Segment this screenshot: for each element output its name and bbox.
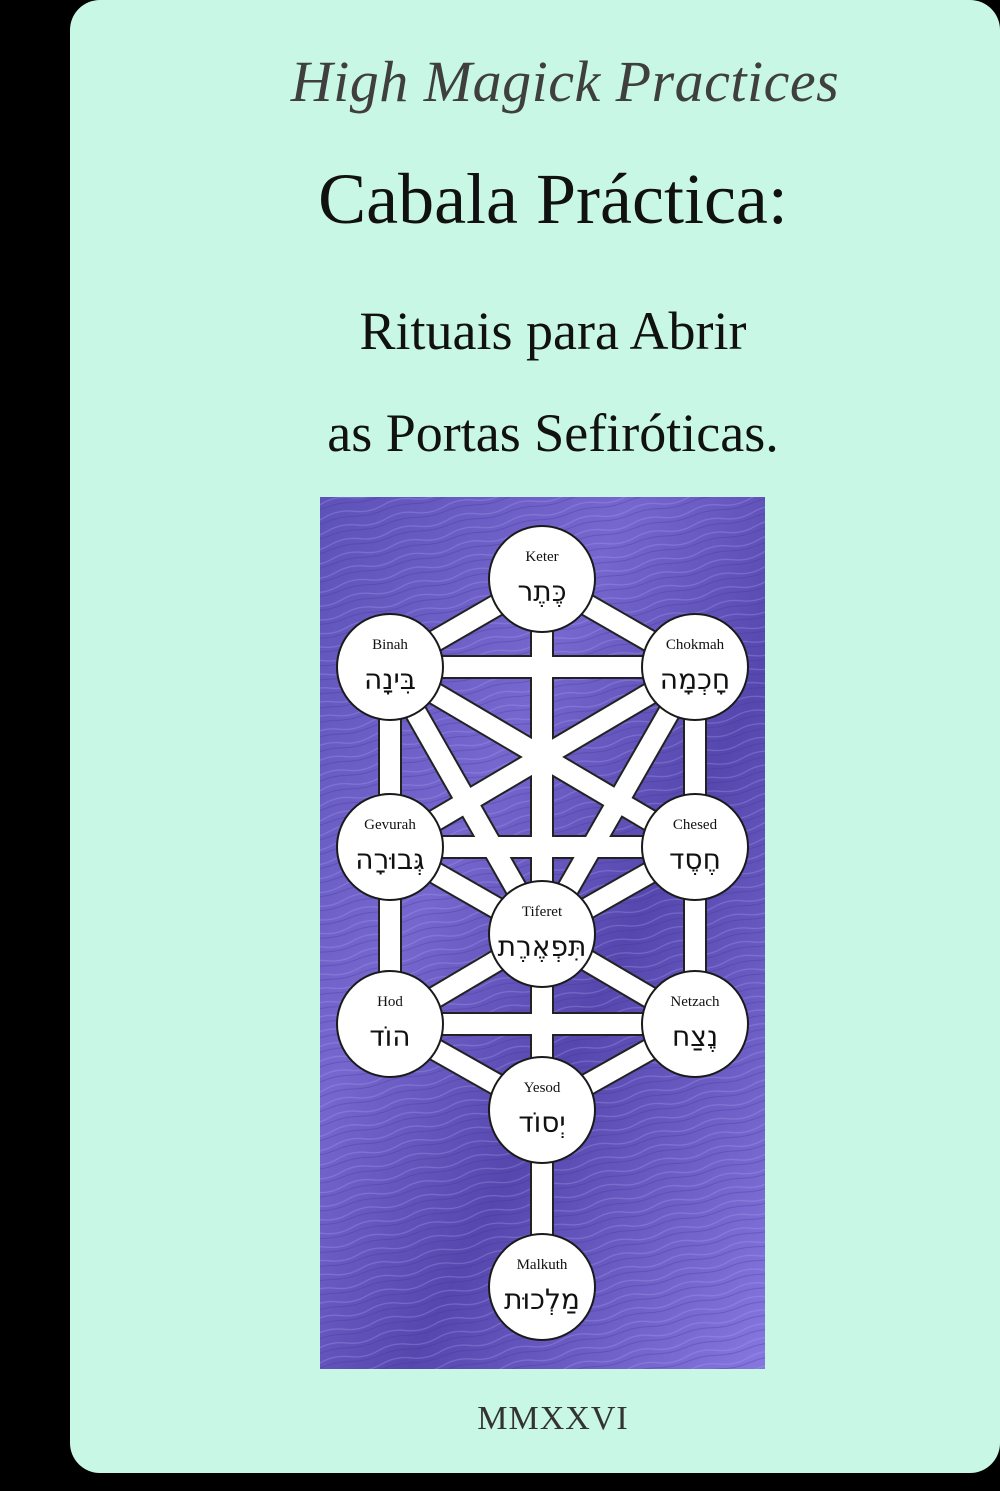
sefirah-chesed: Chesed חֶסֶד [641, 793, 749, 901]
sefirah-malkuth: Malkuth מַלְכוּת [488, 1233, 596, 1341]
sefirah-gevurah: Gevurah גְּבוּרָה [336, 793, 444, 901]
path-binah-chesed [384, 658, 701, 856]
sefirah-hebrew: מַלְכוּת [504, 1283, 580, 1316]
book-cover: High Magick Practices Cabala Práctica: R… [70, 0, 1000, 1473]
sefirah-hebrew: בִּינָה [364, 663, 416, 696]
sefirah-circle [641, 970, 749, 1078]
sefirah-circle [336, 970, 444, 1078]
sefirah-tiferet: Tiferet תִּפְאֶרֶת [488, 880, 596, 988]
tree-of-life-diagram: Keter כֶּתֶר Chokmah חָכְמָה Binah בִּינָה Che… [320, 497, 765, 1369]
book-title: Cabala Práctica: [318, 159, 788, 239]
sefirah-yesod: Yesod יְסוֹד [488, 1056, 596, 1164]
sefirah-binah: Binah בִּינָה [336, 613, 444, 721]
sefirah-chokmah: Chokmah חָכְמָה [641, 613, 749, 721]
sefirah-circle [488, 1056, 596, 1164]
sefirah-netzach: Netzach נֶצַח [641, 970, 749, 1078]
sefirah-circle [641, 613, 749, 721]
sefirah-hebrew: הוֹד [369, 1020, 410, 1053]
series-title: High Magick Practices [290, 49, 840, 114]
sefirah-name: Tiferet [522, 904, 563, 920]
sefirah-hebrew: חֶסֶד [669, 843, 721, 876]
sefirah-hebrew: גְּבוּרָה [355, 843, 424, 876]
publication-year: MMXXVI [477, 1400, 629, 1437]
sefirah-hebrew: חָכְמָה [660, 663, 730, 696]
subtitle-line-1: Rituais para Abrir [359, 301, 747, 361]
sefirah-circle [641, 793, 749, 901]
sefirah-circle [336, 613, 444, 721]
sefirah-circle [336, 793, 444, 901]
sefirah-circle [488, 880, 596, 988]
sefirah-name: Netzach [670, 994, 720, 1010]
sefirah-name: Chokmah [666, 637, 725, 653]
sefirah-hebrew: תִּפְאֶרֶת [498, 930, 587, 963]
sefirah-keter: Keter כֶּתֶר [488, 525, 596, 633]
sefirah-name: Keter [525, 549, 558, 565]
sefirah-hebrew: כֶּתֶר [517, 575, 566, 608]
sefirah-name: Yesod [524, 1080, 561, 1096]
sefirah-circle [488, 525, 596, 633]
sefirah-name: Gevurah [364, 817, 416, 833]
sefirah-hod: Hod הוֹד [336, 970, 444, 1078]
sefirah-circle [488, 1233, 596, 1341]
sefirah-hebrew: נֶצַח [672, 1020, 718, 1053]
sefirah-name: Malkuth [517, 1257, 568, 1273]
sefirah-name: Chesed [673, 817, 718, 833]
sefirah-name: Hod [377, 994, 403, 1010]
subtitle-line-2: as Portas Sefiróticas. [327, 403, 779, 463]
sefirah-hebrew: יְסוֹד [518, 1106, 565, 1139]
tree-of-life-illustration: Keter כֶּתֶר Chokmah חָכְמָה Binah בִּינָה Che… [320, 497, 765, 1369]
sefirah-name: Binah [372, 637, 408, 653]
